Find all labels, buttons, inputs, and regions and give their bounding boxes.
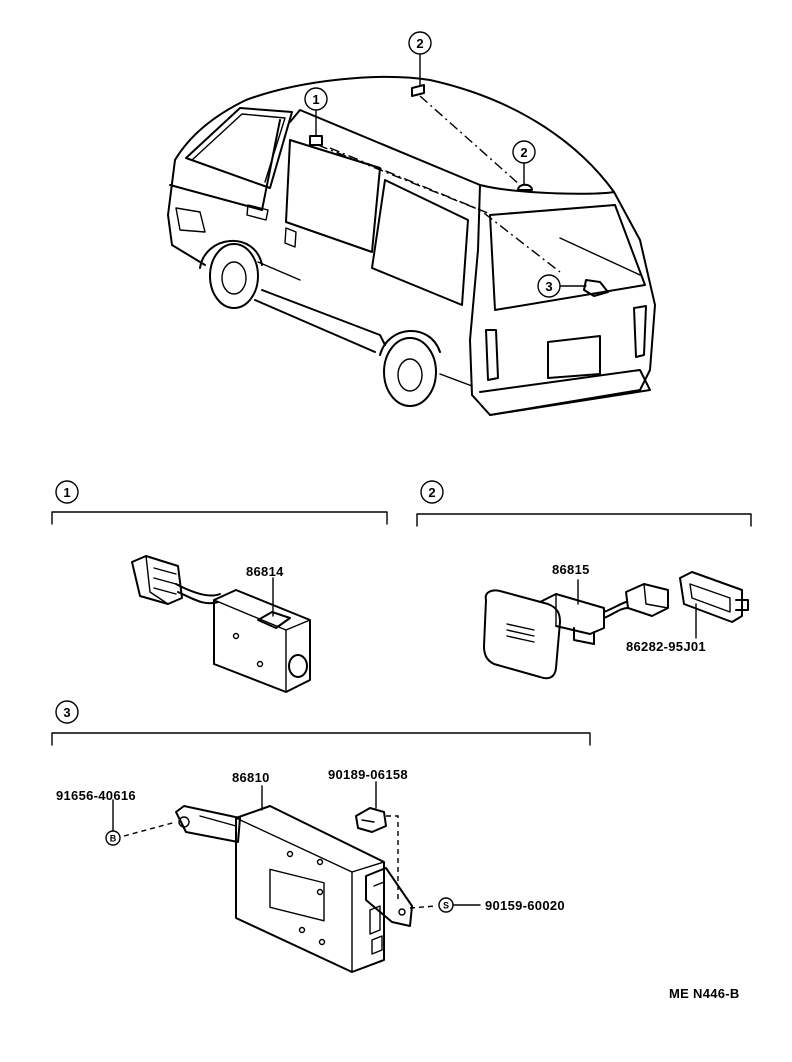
van-illustration <box>167 54 656 416</box>
part-90189-06158-label[interactable]: 90189-06158 <box>328 767 408 782</box>
part-90159-60020-text: 90159-60020 <box>485 898 565 913</box>
section-3-marker <box>55 700 79 724</box>
part-91656-40616-label[interactable]: 91656-40616 <box>56 788 136 803</box>
diagram-code: ME N446-B <box>669 986 740 1001</box>
van-callout-1-label: 1 <box>312 92 319 107</box>
screw-S-letter: S <box>443 901 449 911</box>
van-callout-2-rear-label: 2 <box>520 145 527 160</box>
van-callout-2-rear[interactable]: 2 <box>512 140 536 164</box>
section-3-bracket <box>51 732 591 746</box>
part-86810-text: 86810 <box>232 770 270 785</box>
overhead-switch-location-marker <box>309 135 323 146</box>
van-callout-1[interactable]: 1 <box>304 87 328 111</box>
part-86814-text: 86814 <box>246 564 284 579</box>
section-3-header: 3 <box>51 700 591 746</box>
part-90159-60020-label[interactable]: 90159-60020 <box>485 898 565 913</box>
overhead-switch-drawing <box>131 555 311 693</box>
bolt-B-letter: B <box>110 834 117 844</box>
part-90189-06158-text: 90189-06158 <box>328 767 408 782</box>
van-callout-2-front-label: 2 <box>416 36 423 51</box>
speaker-drawing <box>483 571 749 680</box>
section-2-number: 2 <box>428 485 435 500</box>
part-86814-label[interactable]: 86814 <box>246 564 284 579</box>
part-86815-text: 86815 <box>552 562 590 577</box>
part-91656-40616-text: 91656-40616 <box>56 788 136 803</box>
part-86815-label[interactable]: 86815 <box>552 562 590 577</box>
part-86282-95J01-text: 86282-95J01 <box>626 639 706 654</box>
section-2-marker <box>420 480 444 504</box>
van-callout-3[interactable]: 3 <box>537 274 561 298</box>
section-1-header: 1 <box>51 480 388 525</box>
section-1-bracket <box>51 511 388 525</box>
section-1-marker <box>55 480 79 504</box>
van-callout-2-front[interactable]: 2 <box>408 31 432 55</box>
control-unit-drawing <box>112 781 481 973</box>
part-86810-label[interactable]: 86810 <box>232 770 270 785</box>
control-unit-location-marker <box>583 279 609 297</box>
section-2-header: 2 <box>416 480 752 527</box>
front-speaker-location-marker <box>411 84 425 97</box>
section-2-bracket <box>416 513 752 527</box>
screw-S-symbol[interactable]: S <box>438 897 454 913</box>
part-86282-95J01-label[interactable]: 86282-95J01 <box>626 639 706 654</box>
van-callout-3-label: 3 <box>545 279 552 294</box>
bolt-B-symbol[interactable]: B <box>105 830 121 846</box>
section-3-number: 3 <box>63 705 70 720</box>
section-1-number: 1 <box>63 485 70 500</box>
rear-speaker-location-marker <box>517 183 533 191</box>
